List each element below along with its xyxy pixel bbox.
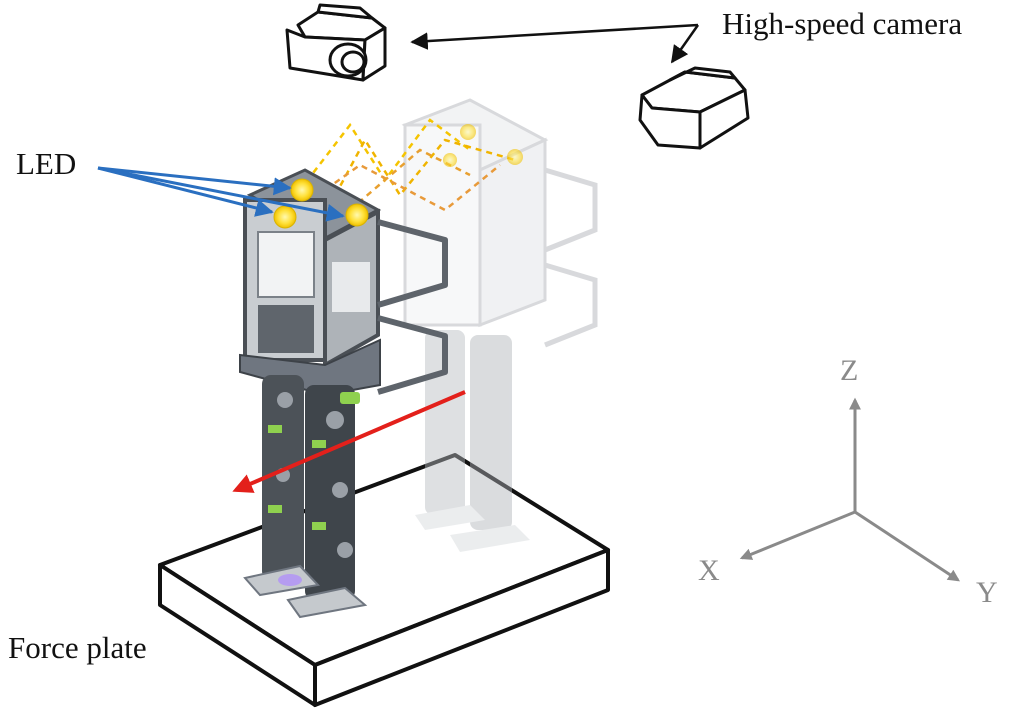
axis-label-z: Z: [840, 354, 859, 387]
camera-icon: [638, 66, 750, 150]
force-plate: [158, 453, 610, 707]
robot-ghost: [401, 98, 598, 552]
motion-arrow: [232, 390, 466, 493]
camera-label: High-speed camera: [722, 6, 963, 41]
axis-label-y: Y: [976, 576, 998, 609]
led-arrows: [97, 166, 345, 222]
camera-arrows: [410, 23, 700, 64]
camera-icon: [285, 3, 387, 82]
axis-triad: [739, 397, 961, 582]
led-trajectory: [289, 118, 516, 217]
axis-label-x: X: [698, 554, 720, 587]
ghost-leds: [443, 124, 523, 167]
led-label: LED: [16, 146, 77, 181]
main-leds: [273, 178, 369, 229]
force-plate-label: Force plate: [8, 630, 147, 665]
